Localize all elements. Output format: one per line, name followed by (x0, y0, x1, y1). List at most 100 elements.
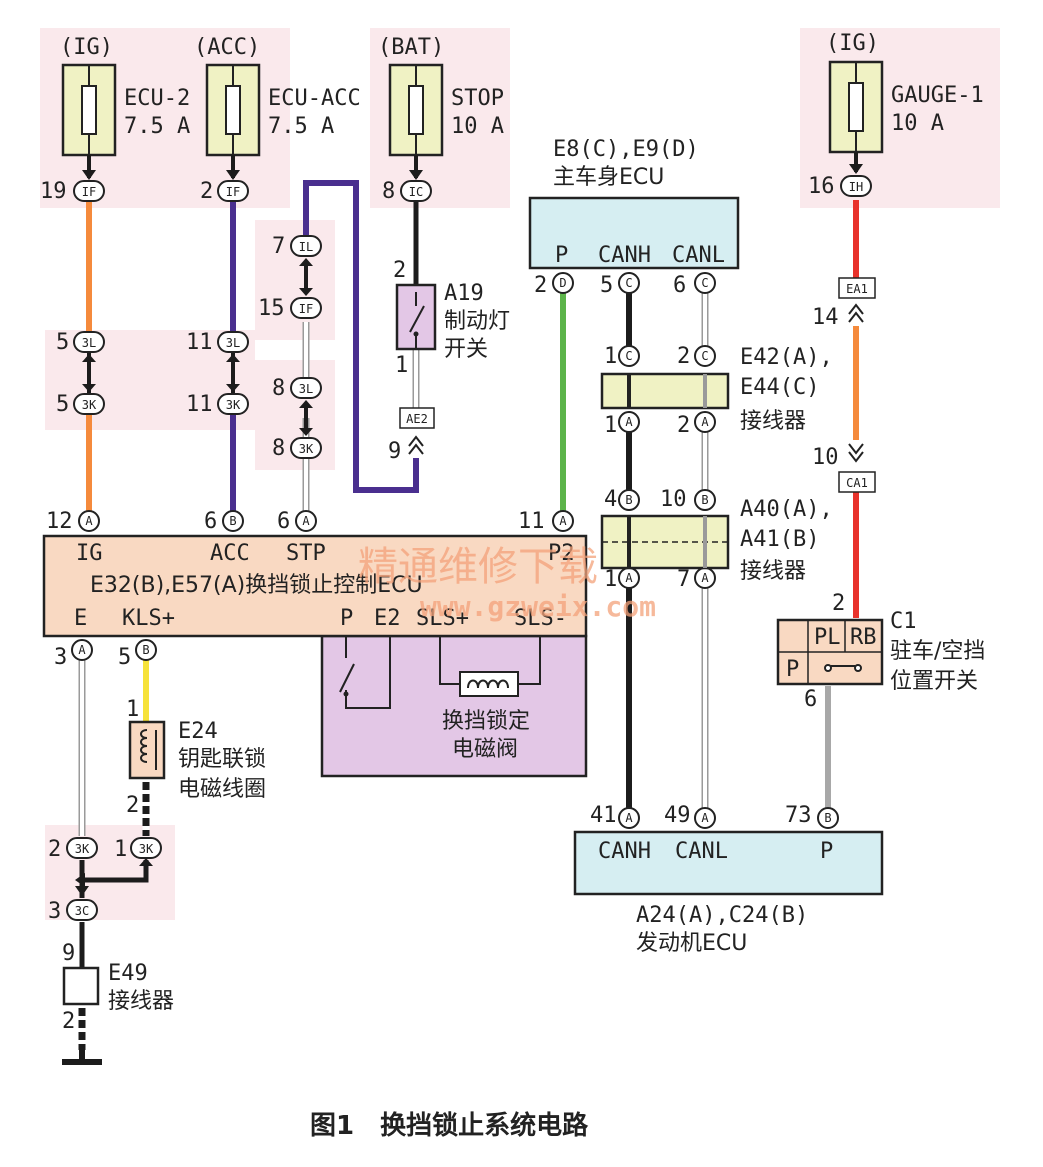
terminal-letters: A B A A A B D C C C C A A B B A A A A B (78, 276, 831, 825)
svg-text:7.5 A: 7.5 A (124, 114, 190, 139)
svg-text:IH: IH (849, 180, 863, 194)
svg-text:CA1: CA1 (846, 476, 868, 490)
svg-text:1: 1 (114, 837, 127, 862)
main-body-ecu: E8(C),E9(D) 主车身ECU P CANH CANL (528, 137, 740, 270)
junction-a40-a41: A40(A), A41(B) 接线器 (600, 497, 833, 584)
svg-text:7: 7 (677, 567, 690, 592)
svg-text:8: 8 (272, 376, 285, 401)
svg-text:5: 5 (56, 392, 69, 417)
svg-text:SLS+: SLS+ (416, 606, 469, 631)
svg-text:ECU-2: ECU-2 (124, 86, 190, 111)
svg-text:B: B (229, 514, 236, 528)
svg-text:3: 3 (48, 899, 61, 924)
pin-numbers: 19 2 8 16 7 15 5 5 11 11 8 8 2 1 9 12 6 … (40, 174, 845, 1034)
svg-text:A: A (701, 811, 709, 825)
svg-text:A: A (302, 514, 310, 528)
svg-text:P: P (555, 243, 568, 268)
svg-text:49: 49 (664, 803, 691, 828)
svg-text:12: 12 (46, 509, 73, 534)
svg-text:A40(A),: A40(A), (740, 497, 833, 522)
svg-text:19: 19 (40, 179, 67, 204)
svg-text:3L: 3L (299, 382, 313, 396)
svg-text:P2: P2 (548, 541, 575, 566)
svg-text:接线器: 接线器 (740, 409, 806, 434)
svg-text:1: 1 (604, 567, 617, 592)
svg-text:制动灯: 制动灯 (444, 309, 510, 334)
svg-text:9: 9 (62, 941, 75, 966)
fuse-stop: (BAT) STOP 10 A (378, 35, 504, 157)
svg-text:1: 1 (126, 697, 139, 722)
svg-text:7: 7 (272, 234, 285, 259)
svg-text:(IG): (IG) (60, 35, 113, 60)
svg-text:A: A (625, 571, 633, 585)
svg-text:C: C (701, 276, 708, 290)
svg-text:10 A: 10 A (451, 114, 504, 139)
svg-text:11: 11 (186, 330, 213, 355)
svg-text:电磁阀: 电磁阀 (452, 737, 518, 762)
svg-text:6: 6 (673, 273, 686, 298)
svg-text:GAUGE-1: GAUGE-1 (891, 83, 984, 108)
svg-text:5: 5 (56, 330, 69, 355)
svg-text:3K: 3K (299, 442, 314, 456)
svg-text:主车身ECU: 主车身ECU (553, 165, 664, 190)
connector-labels: IF IF IC IH IL IF 3L 3K 3L 3K 3L 3K 3K 3… (75, 180, 863, 918)
shift-lock-ecu: IG ACC STP P2 E32(B),E57(A)换挡锁止控制ECU E K… (42, 534, 588, 778)
stop-lamp-switch: A19 制动灯 开关 (395, 281, 510, 362)
svg-text:A: A (559, 514, 567, 528)
svg-text:C: C (701, 349, 708, 363)
fuse-gauge1: (IG) GAUGE-1 10 A (826, 31, 984, 154)
svg-text:7.5 A: 7.5 A (268, 114, 334, 139)
svg-text:KLS+: KLS+ (122, 606, 175, 631)
junction-e49: E49 接线器 (62, 961, 174, 1014)
svg-text:3K: 3K (226, 398, 241, 412)
svg-text:A24(A),C24(B): A24(A),C24(B) (636, 903, 808, 928)
svg-text:3K: 3K (139, 842, 154, 856)
connector-ca1: CA1 (838, 443, 876, 493)
svg-text:CANL: CANL (675, 839, 728, 864)
svg-text:A19: A19 (444, 281, 484, 306)
svg-text:3K: 3K (82, 398, 97, 412)
svg-text:10: 10 (660, 487, 687, 512)
wire-purple-stop-loop (303, 180, 419, 493)
svg-text:EA1: EA1 (846, 282, 868, 296)
svg-text:IG: IG (76, 541, 103, 566)
fuse-output-arrows (82, 164, 863, 180)
svg-text:STOP: STOP (451, 86, 504, 111)
svg-text:2: 2 (534, 273, 547, 298)
svg-text:C1: C1 (890, 609, 917, 634)
svg-text:2: 2 (200, 179, 213, 204)
svg-text:位置开关: 位置开关 (890, 669, 978, 694)
svg-text:41: 41 (590, 803, 617, 828)
svg-text:IF: IF (299, 302, 313, 316)
svg-text:B: B (625, 493, 632, 507)
svg-text:A: A (701, 571, 709, 585)
svg-text:A: A (701, 415, 709, 429)
svg-text:11: 11 (186, 392, 213, 417)
svg-text:ECU-ACC: ECU-ACC (268, 86, 361, 111)
svg-text:B: B (824, 811, 831, 825)
svg-text:C: C (625, 276, 632, 290)
terminal-circles (71, 272, 839, 829)
svg-text:PL: PL (814, 625, 841, 650)
svg-text:73: 73 (785, 803, 812, 828)
svg-text:开关: 开关 (444, 337, 488, 362)
svg-text:STP: STP (286, 541, 326, 566)
svg-text:6: 6 (204, 509, 217, 534)
svg-text:4: 4 (604, 487, 617, 512)
svg-text:E44(C): E44(C) (740, 375, 819, 400)
svg-text:E24: E24 (178, 719, 218, 744)
svg-text:1: 1 (604, 413, 617, 438)
svg-text:C: C (625, 349, 632, 363)
key-interlock-coil: E24 钥匙联锁 电磁线圈 (128, 719, 266, 802)
svg-text:9: 9 (388, 439, 401, 464)
svg-text:E: E (74, 606, 87, 631)
connector-ea1: EA1 (838, 277, 876, 323)
svg-text:B: B (142, 643, 149, 657)
svg-text:2: 2 (48, 837, 61, 862)
svg-text:5: 5 (600, 273, 613, 298)
svg-text:(BAT): (BAT) (378, 35, 444, 60)
svg-text:E32(B),E57(A)换挡锁止控制ECU: E32(B),E57(A)换挡锁止控制ECU (90, 573, 423, 598)
svg-text:www.gzweix.com: www.gzweix.com (420, 590, 656, 623)
svg-text:A: A (625, 811, 633, 825)
